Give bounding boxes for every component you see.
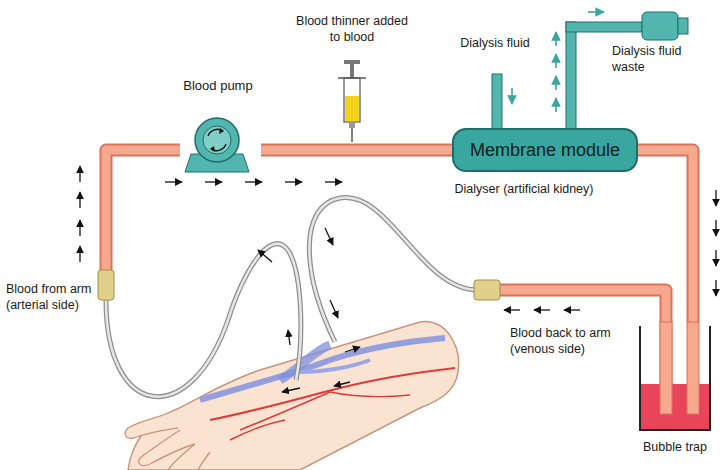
venous-line — [309, 198, 478, 342]
blood-tube — [638, 150, 693, 322]
blood-tube — [261, 150, 452, 151]
tube-fill — [261, 146, 452, 155]
venous-line — [309, 198, 478, 342]
annotation: Dialysis fluid — [440, 36, 550, 52]
annotation: Blood from arm (arterial side) — [6, 282, 96, 313]
arterial-line — [106, 244, 301, 397]
fluid-arrow — [512, 12, 604, 112]
flow-arrow — [258, 228, 360, 392]
annotation: Blood back to arm (venous side) — [510, 326, 630, 357]
annotation: Blood thinner added to blood — [292, 14, 412, 45]
fluid-pipe — [492, 12, 688, 130]
component-label: Membrane module — [454, 130, 636, 162]
arm — [125, 322, 458, 470]
tube-outline — [261, 144, 452, 157]
pump-symbol — [175, 114, 259, 174]
tube-outline — [638, 150, 693, 322]
flow-arrow — [80, 166, 716, 310]
blood-tube — [106, 150, 666, 410]
bubble-trap: Bubble trap — [638, 322, 712, 432]
component-label: Bubble trap — [628, 440, 722, 455]
component-label: Dialyser (artificial kidney) — [424, 182, 624, 197]
tube-connector — [98, 270, 114, 300]
trap-cup — [638, 322, 712, 432]
tube-fill — [638, 150, 693, 322]
arterial-line — [106, 244, 301, 397]
component-label: Blood pump — [175, 78, 261, 94]
dialyser-box: Membrane moduleDialyser (artificial kidn… — [452, 128, 638, 172]
syringe — [338, 60, 366, 142]
annotation: Dialysis fluid waste — [612, 44, 712, 75]
tube-connector — [474, 280, 500, 300]
pump-node: Blood pump — [175, 78, 261, 174]
